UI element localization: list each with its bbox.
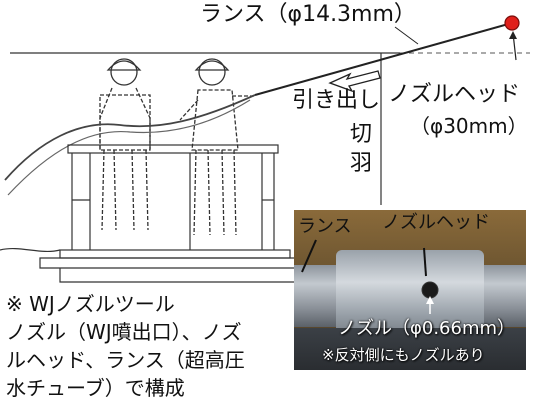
scaffold: [39, 144, 301, 283]
lance-label: ランス（φ14.3mm）: [200, 2, 416, 27]
photo-lance-label: ランス: [298, 216, 352, 237]
hose-2: [7, 99, 251, 196]
hose: [4, 94, 256, 181]
nozzle-head-diameter: （φ30mm）: [410, 114, 528, 138]
note-line-4: 水チューブ）で構成: [6, 376, 185, 400]
pull-out-label: 引き出し: [292, 88, 381, 113]
note-line-3: ルヘッド、ランス（超高圧: [6, 348, 245, 372]
lance-line: [254, 22, 513, 96]
nozzle-head-label: ノズルヘッド: [388, 82, 521, 107]
nozzle-photo: ランス ノズルヘッド ノズル（φ0.66mm） ※反対側にもノズルあり: [294, 210, 526, 370]
pull-out-arrow: [328, 70, 381, 93]
photo-nozzle-head-label: ノズルヘッド: [382, 212, 490, 233]
note-line-1: ※ WJノズルツール: [6, 292, 175, 316]
nozzle-head-dot: [504, 15, 520, 31]
ground-line: [0, 247, 61, 253]
worker-left: [99, 58, 151, 231]
pull-out-label-2: 切: [350, 122, 373, 147]
note-line-2: ノズル（WJ噴出口）、ノズ: [6, 320, 242, 344]
lance-pointer: [394, 26, 419, 45]
pull-out-label-3: 羽: [350, 151, 373, 176]
photo-nozzle-label: ノズル（φ0.66mm）: [338, 318, 516, 339]
worker-right: [179, 58, 255, 236]
nozzle-pointer-head: [509, 31, 517, 39]
photo-overlay: [301, 239, 439, 314]
photo-nozzle-head: [336, 250, 484, 342]
photo-dark-bar: [294, 328, 526, 370]
photo-note: ※反対側にもノズルあり: [322, 346, 485, 364]
